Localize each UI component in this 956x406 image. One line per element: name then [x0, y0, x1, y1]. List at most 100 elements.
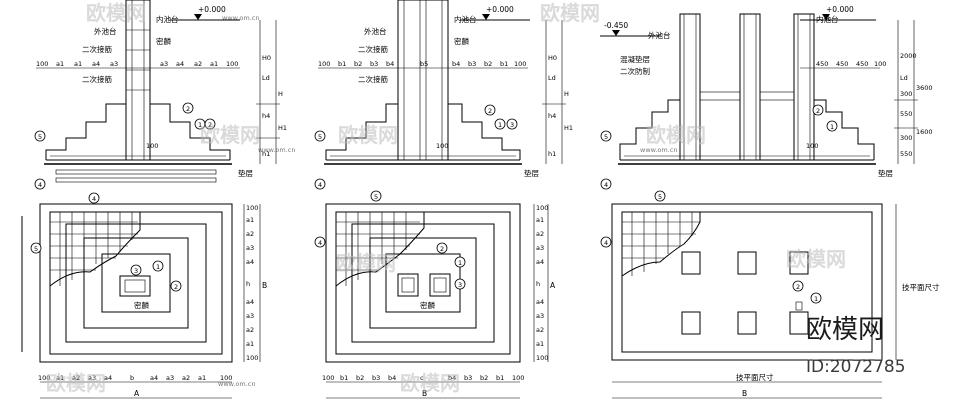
svg-text:b3: b3	[468, 60, 476, 68]
svg-text:欧模网: 欧模网	[86, 1, 146, 25]
svg-text:4: 4	[604, 239, 608, 247]
panel-a-dim-row: 100 a1 a1 a4 a3 a3 a4 a2 a1 100	[36, 60, 238, 68]
panel-b-dim-row: 100 b1 b2 b3 b4 b5 b4 b3 b2 b1 100	[318, 60, 526, 68]
svg-text:100: 100	[514, 60, 526, 68]
svg-text:h4: h4	[548, 112, 556, 120]
panel-c-label-outer: 外池台	[648, 30, 671, 40]
panel-a-mesh	[49, 212, 141, 287]
svg-text:a3: a3	[536, 244, 544, 252]
svg-text:a1: a1	[536, 340, 544, 348]
svg-text:Ld: Ld	[548, 74, 556, 82]
svg-text:1: 1	[830, 123, 834, 131]
panel-a-label-seal: 密麟	[156, 36, 171, 46]
svg-text:100: 100	[36, 60, 48, 68]
svg-text:300: 300	[900, 90, 912, 98]
svg-text:H: H	[278, 90, 283, 98]
svg-text:h: h	[536, 280, 540, 288]
panel-b-right-dims: H0 Ld H h4 H1 h1	[548, 54, 573, 158]
svg-text:b1: b1	[338, 60, 346, 68]
svg-text:b2: b2	[484, 60, 492, 68]
svg-text:欧模网: 欧模网	[338, 123, 398, 147]
svg-text:欧模网: 欧模网	[540, 1, 600, 25]
svg-text:Ld: Ld	[900, 74, 908, 82]
svg-text:3: 3	[458, 281, 462, 289]
svg-text:h: h	[246, 280, 250, 288]
svg-text:a2: a2	[72, 374, 80, 382]
svg-text:a4: a4	[104, 374, 112, 382]
svg-text:a2: a2	[536, 326, 544, 334]
svg-text:450: 450	[856, 60, 868, 68]
panel-c-plan	[611, 203, 897, 399]
panel-b-top-level: +0.000	[486, 5, 514, 14]
panel-b-plan-side-label: A	[550, 281, 556, 290]
panel-b-label-rebar1: 二次接筋	[358, 44, 388, 54]
svg-text:300: 300	[900, 134, 912, 142]
svg-text:100: 100	[322, 374, 334, 382]
svg-text:a2: a2	[182, 374, 190, 382]
panel-a-top-level: +0.000	[198, 5, 226, 14]
svg-text:h4: h4	[262, 112, 270, 120]
svg-text:4: 4	[38, 181, 42, 189]
panel-b-label-rebar2: 二次接筋	[358, 74, 388, 84]
svg-text:www.om.cn: www.om.cn	[258, 146, 296, 154]
svg-text:a1: a1	[56, 374, 64, 382]
watermark-id: ID:2072785	[806, 357, 906, 377]
svg-text:1: 1	[498, 121, 502, 129]
svg-text:1: 1	[458, 259, 462, 267]
svg-text:a3: a3	[110, 60, 118, 68]
svg-text:a1: a1	[246, 340, 254, 348]
svg-text:1: 1	[198, 121, 202, 129]
svg-text:b1: b1	[340, 374, 348, 382]
svg-text:www.om.cn: www.om.cn	[640, 146, 678, 154]
svg-text:a1: a1	[246, 216, 254, 224]
panel-c-label-concrete: 混凝垫层	[620, 54, 650, 64]
svg-text:100: 100	[226, 60, 238, 68]
svg-text:欧模网: 欧模网	[786, 247, 846, 271]
watermark-brand-large: 欧模网	[806, 315, 884, 345]
svg-text:2: 2	[796, 283, 800, 291]
svg-text:h1: h1	[262, 150, 270, 158]
svg-text:欧模网: 欧模网	[400, 371, 460, 395]
svg-text:a4: a4	[176, 60, 184, 68]
svg-text:5: 5	[658, 193, 662, 201]
panel-b-bottom-dims: 100 b1 b2 b3 b4 c b4 b3 b2 b1 100	[322, 374, 524, 382]
panel-b-plan-side-dims: 100 a1 a2 a3 a4 h a4 a3 a2 a1 100	[536, 204, 548, 362]
svg-text:5: 5	[38, 133, 42, 141]
svg-text:a1: a1	[210, 60, 218, 68]
svg-text:a3: a3	[166, 374, 174, 382]
svg-text:www.om.cn: www.om.cn	[222, 14, 260, 22]
svg-text:b4: b4	[452, 60, 460, 68]
panel-b-mesh	[335, 212, 425, 287]
svg-text:a4: a4	[92, 60, 100, 68]
panel-a-section	[36, 0, 280, 183]
svg-text:欧模网: 欧模网	[200, 123, 260, 147]
panel-b-bottom-label: B	[422, 389, 427, 398]
panel-b-base-label: 垫层	[524, 168, 539, 178]
panel-c-mesh	[621, 212, 701, 277]
panel-c-right-dims: 2000 Ld 300 550 300 550 3600 1600	[900, 52, 933, 158]
svg-text:b3: b3	[370, 60, 378, 68]
svg-text:450: 450	[816, 60, 828, 68]
svg-text:450: 450	[836, 60, 848, 68]
svg-text:b3: b3	[464, 374, 472, 382]
panel-c-base-label: 垫层	[878, 168, 893, 178]
svg-text:5: 5	[604, 133, 608, 141]
panel-a-bottom-label: A	[134, 389, 140, 398]
svg-text:550: 550	[900, 110, 912, 118]
svg-text:100: 100	[220, 374, 232, 382]
svg-text:c: c	[420, 374, 424, 382]
svg-text:b3: b3	[372, 374, 380, 382]
panel-a-plan	[21, 203, 261, 399]
panel-c-label-rebar: 二次防制	[620, 66, 650, 76]
svg-text:b1: b1	[496, 374, 504, 382]
panel-c-top-level: +0.000	[826, 5, 854, 14]
svg-text:a3: a3	[246, 244, 254, 252]
panel-a-label-inner: 内池台	[156, 14, 179, 24]
svg-text:b4: b4	[448, 374, 456, 382]
panel-a-right-dims: H0 Ld H h4 H1 h1	[262, 54, 287, 158]
svg-text:a2: a2	[246, 230, 254, 238]
svg-text:2: 2	[174, 283, 178, 291]
panel-b-section	[318, 0, 566, 165]
panel-a-inner-label: 密麟	[134, 300, 149, 310]
panel-c-dim-row: 450 450 450 100	[816, 60, 886, 68]
